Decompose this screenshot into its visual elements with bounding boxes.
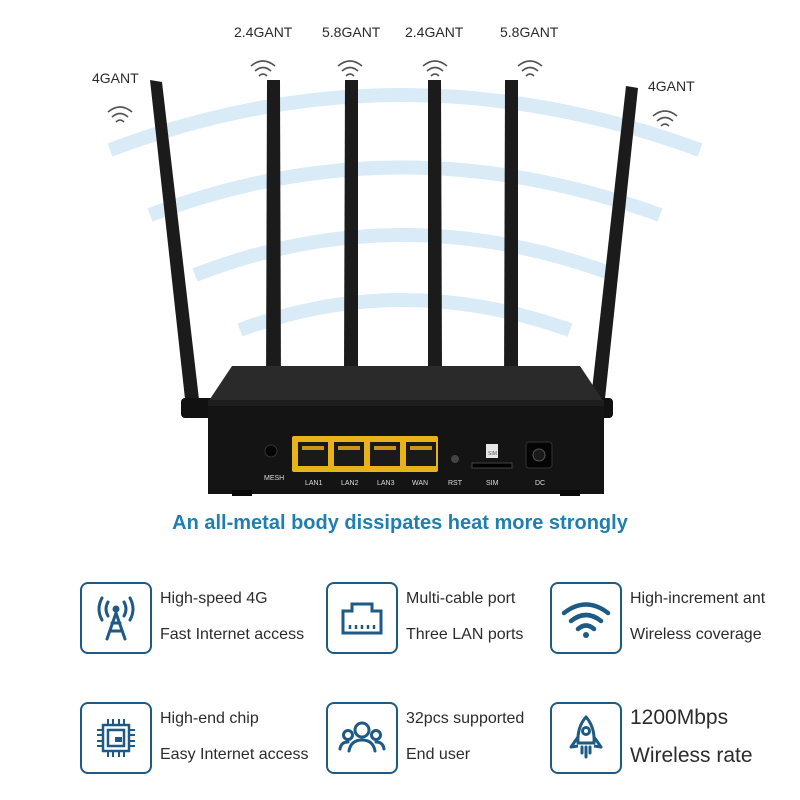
antennas [150, 80, 638, 418]
signal-waves [107, 88, 703, 337]
feature-title: Multi-cable port [406, 590, 516, 607]
feature-icon-box [80, 582, 152, 654]
feature-title: 1200Mbps [630, 706, 729, 729]
antenna-label-4g-left: 4GANT [92, 70, 139, 86]
wifi-icon [337, 60, 363, 77]
feature-subtitle: Wireless rate [630, 744, 753, 767]
wifi-icon [517, 60, 543, 77]
feature-title: High-increment ant [630, 590, 766, 607]
feature-icon-box [550, 582, 622, 654]
antenna-label-2-4g-a: 2.4GANT [234, 24, 293, 40]
feature-subtitle: Wireless coverage [630, 626, 762, 643]
feature-subtitle: Easy Internet access [160, 746, 309, 763]
port-label-wan: WAN [412, 480, 428, 487]
antenna-2-4g-b [428, 80, 442, 372]
wifi-icon [422, 60, 448, 77]
antenna-label-4g-right: 4GANT [648, 78, 695, 94]
feature-high-end-chip: High-end chip Easy Internet access [80, 702, 320, 782]
ethernet-port-icon [341, 602, 383, 635]
antenna-5-8g-b [504, 80, 518, 390]
feature-subtitle: Fast Internet access [160, 626, 305, 643]
antenna-right-4g [590, 86, 638, 408]
port-label-lan2: LAN2 [341, 480, 359, 487]
feature-icon-box [80, 702, 152, 774]
feature-subtitle: End user [406, 746, 471, 763]
antenna-5-8g-a [344, 80, 358, 372]
port-label-sim: SIM [486, 480, 499, 487]
antenna-label-2-4g-b: 2.4GANT [405, 24, 464, 40]
feature-title: High-speed 4G [160, 590, 268, 607]
feature-subtitle: Three LAN ports [406, 626, 524, 643]
feature-title: 32pcs supported [406, 710, 525, 727]
users-icon [338, 721, 386, 753]
wave-arc-1 [107, 88, 703, 157]
feature-high-speed-4g: High-speed 4G Fast Internet access [80, 582, 320, 662]
wifi-icon [561, 602, 611, 638]
router-illustration: MESH LAN1 LAN2 LAN3 WAN RST SIM DC SIM [107, 60, 703, 496]
feature-icon-box [326, 702, 398, 774]
wifi-icon [250, 60, 276, 77]
feature-icon-box [550, 702, 622, 774]
sim-slot-text: SIM [488, 451, 497, 457]
label-wifi-icons [107, 60, 678, 127]
router-body [208, 366, 604, 496]
port-labels: MESH LAN1 LAN2 LAN3 WAN RST SIM DC SIM [264, 451, 545, 487]
antenna-2-4g-a [266, 80, 281, 390]
feature-icon-box [326, 582, 398, 654]
wave-arc-2 [147, 160, 663, 222]
chip-icon [97, 719, 135, 757]
port-label-lan3: LAN3 [377, 480, 395, 487]
feature-multi-cable-port: Multi-cable port Three LAN ports [326, 582, 546, 662]
antenna-left-4g [150, 80, 200, 408]
feature-high-increment-ant: High-increment ant Wireless coverage [550, 582, 790, 662]
feature-1200mbps: 1200Mbps Wireless rate [550, 702, 790, 782]
port-label-dc: DC [535, 480, 545, 487]
wifi-icon [652, 110, 678, 127]
wifi-icon [107, 106, 133, 123]
antenna-label-5-8g-b: 5.8GANT [500, 24, 559, 40]
product-hero: MESH LAN1 LAN2 LAN3 WAN RST SIM DC SIM 4… [92, 24, 703, 496]
cell-tower-icon [97, 596, 135, 641]
feature-title: High-end chip [160, 710, 259, 727]
antenna-label-5-8g-a: 5.8GANT [322, 24, 381, 40]
wave-arc-3 [192, 228, 618, 282]
ethernet-port-block [292, 436, 438, 472]
headline: An all-metal body dissipates heat more s… [172, 512, 628, 534]
port-label-mesh: MESH [264, 475, 284, 482]
port-label-lan1: LAN1 [305, 480, 323, 487]
port-label-rst: RST [448, 480, 463, 487]
wave-arc-4 [237, 293, 573, 337]
feature-32pcs-supported: 32pcs supported End user [326, 702, 546, 782]
rocket-icon [569, 715, 603, 759]
